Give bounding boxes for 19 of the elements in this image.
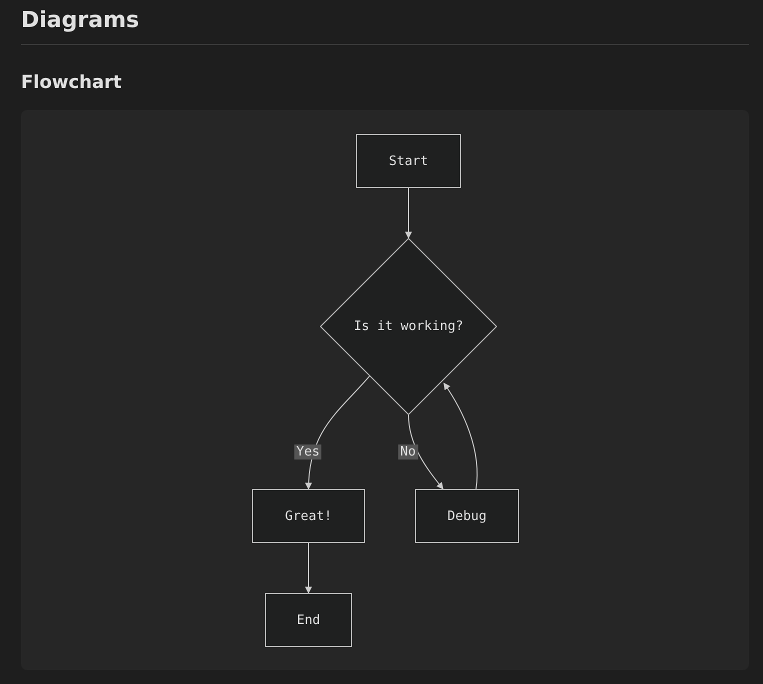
process-box: [252, 489, 365, 543]
page-title: Diagrams: [21, 8, 140, 33]
process-box: [415, 489, 519, 543]
node-label: Great!: [285, 508, 332, 524]
arrow: [408, 414, 444, 490]
node-label: End: [296, 612, 320, 628]
arrow: [305, 376, 370, 490]
edge-label: Yes: [294, 444, 322, 460]
arrow: [405, 188, 412, 239]
decision-diamond: [320, 238, 497, 415]
terminal-box: [265, 593, 352, 647]
node-label: Is it working?: [354, 319, 464, 334]
section-heading: Flowchart: [21, 72, 122, 93]
arrow: [305, 542, 312, 594]
node-label: Start: [388, 154, 428, 168]
process-box: [356, 134, 461, 188]
arrow: [443, 382, 478, 490]
node-label: Debug: [447, 508, 487, 524]
edge-label: No: [398, 444, 418, 460]
